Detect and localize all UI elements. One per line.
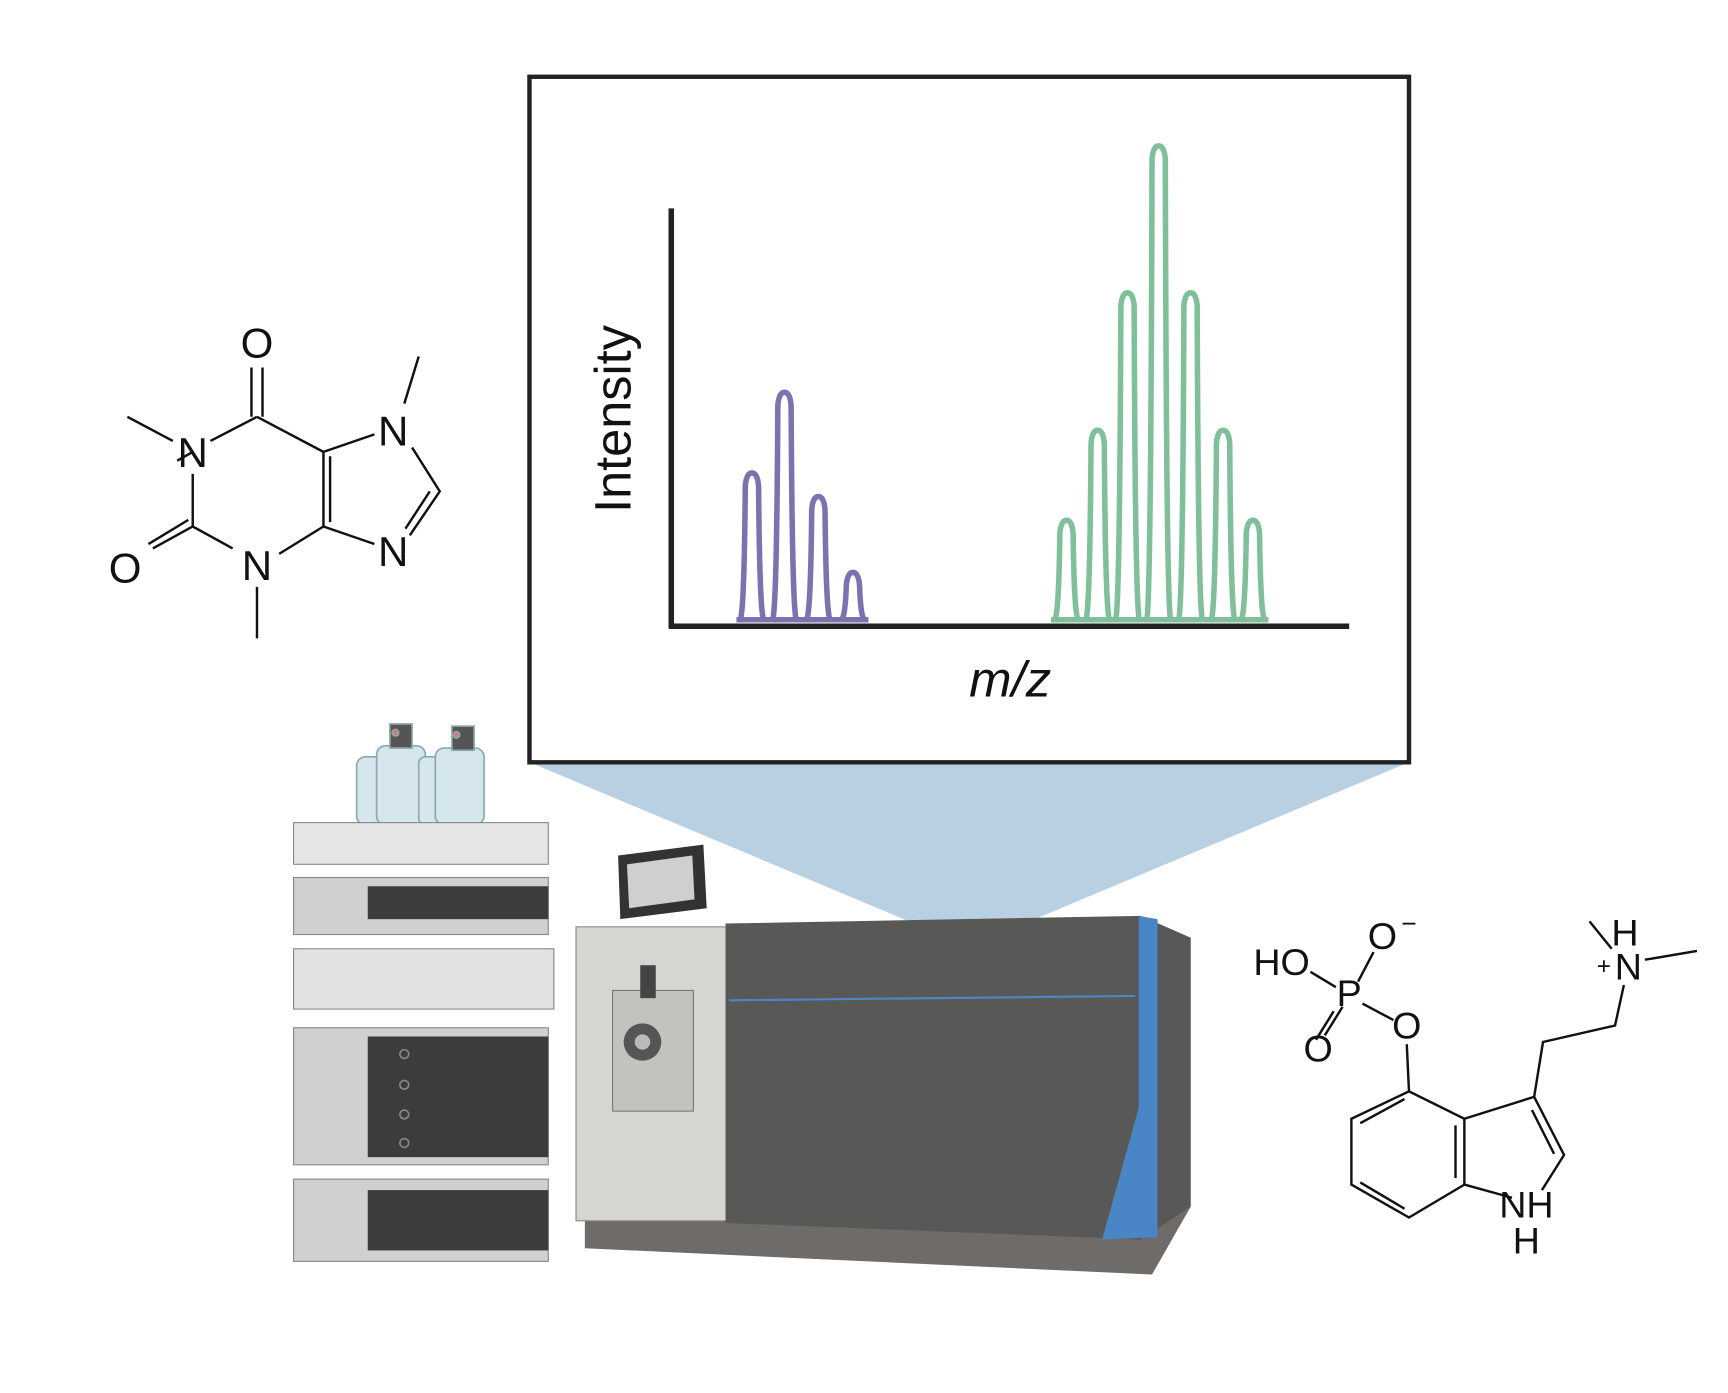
series-1-peak — [736, 470, 767, 623]
caffeine-atom: N — [178, 429, 208, 476]
psilocybin-atom: O — [1368, 915, 1397, 957]
psilocybin-atom: H — [1513, 1220, 1540, 1262]
psilocybin-atom: N — [1615, 946, 1642, 988]
psilocybin-atom: HO — [1253, 941, 1309, 983]
caffeine-atom: N — [378, 408, 408, 455]
caffeine-structure — [126, 356, 442, 639]
series-2-peak — [1175, 290, 1206, 623]
psilocybin-atom: O — [1392, 1005, 1421, 1047]
series-1-peak — [839, 569, 867, 623]
x-axis-label: m/z — [969, 651, 1051, 708]
series-2-peak — [1208, 427, 1239, 623]
caffeine-atom: N — [378, 528, 408, 575]
psilocybin-atom: P — [1337, 972, 1362, 1014]
series-1-peak — [803, 493, 834, 623]
series-2-peak — [1051, 517, 1082, 623]
zoom-funnel — [529, 762, 1409, 947]
spectrum-panel — [527, 74, 1412, 765]
lc-stack — [292, 723, 555, 1262]
caffeine-atom: O — [241, 320, 274, 367]
series-2-peak — [1082, 427, 1113, 623]
psilocybin-atom: NH — [1499, 1184, 1553, 1226]
series-2-peak — [1112, 290, 1143, 623]
psilocybin-atom: H — [1611, 912, 1638, 954]
y-axis-label: Intensity — [584, 324, 641, 512]
caffeine-atom: O — [109, 545, 142, 592]
solvent-bottles — [355, 723, 485, 826]
caffeine-atom: N — [242, 542, 272, 589]
mass-spectrum-plot — [736, 143, 1269, 623]
psilocybin-atom: + — [1597, 953, 1611, 980]
series-1-peak — [769, 389, 800, 623]
psilocybin-atom: − — [1401, 908, 1417, 938]
mass-spectrometer — [575, 844, 1191, 1275]
series-2-peak — [1237, 517, 1268, 623]
monitor — [618, 844, 707, 920]
psilocybin-structure — [1309, 920, 1698, 1219]
psilocybin-atom: O — [1304, 1028, 1333, 1070]
series-2-peak — [1143, 143, 1174, 623]
